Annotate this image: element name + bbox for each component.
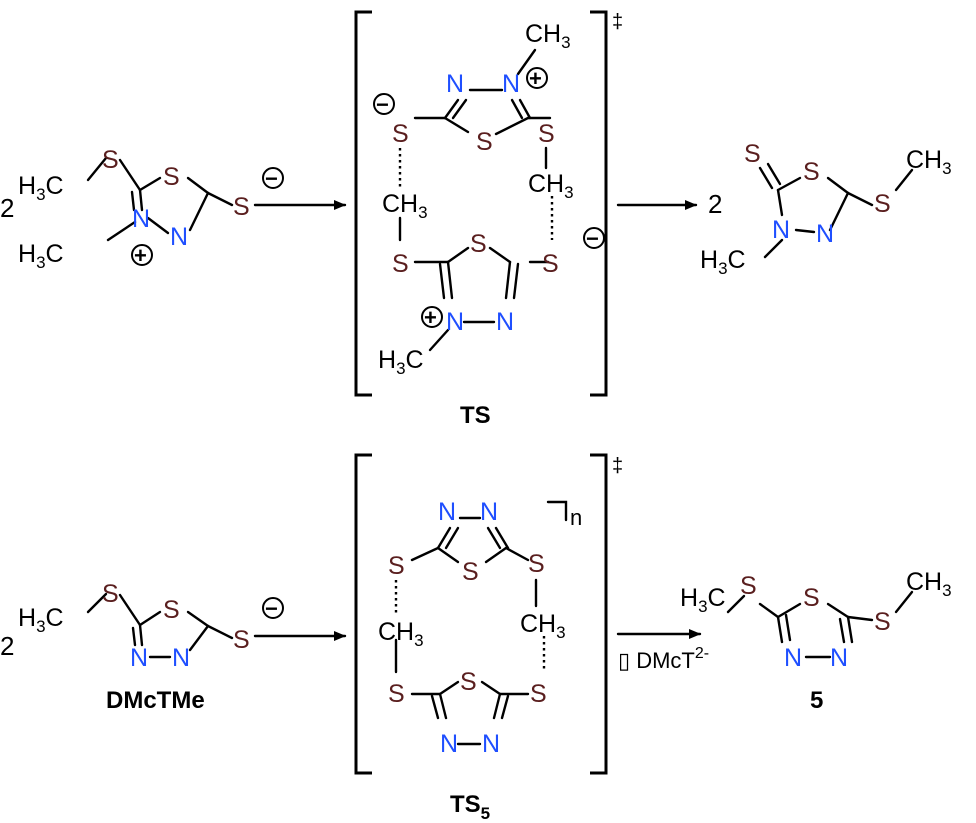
methyl-group: H3C: [700, 246, 746, 278]
methyl-group: CH3: [378, 618, 424, 650]
nitrogen-atom: N: [502, 70, 520, 98]
nitrogen-atom: N: [132, 205, 150, 233]
left-bracket: [354, 10, 372, 397]
methyl-group: CH3: [528, 170, 574, 202]
nitrogen-atom: N: [772, 216, 790, 244]
nitrogen-atom: N: [830, 644, 848, 672]
bottom-coefficient-left: 2: [0, 631, 14, 661]
top-transition-state: ‡ N N S S S CH3 + −: [354, 10, 623, 429]
methyl-group: CH3: [520, 610, 566, 642]
nitrogen-atom: N: [816, 220, 834, 248]
top-product-molecule: S S S N N CH3 H3C: [700, 140, 952, 278]
sulfur-atom: S: [528, 550, 545, 578]
sulfur-atom: S: [744, 140, 761, 168]
sulfur-atom: S: [163, 163, 180, 191]
product-5-molecule: S S S N N H3C CH3 5: [680, 568, 952, 714]
methyl-group: H3C: [18, 240, 64, 272]
svg-text:−: −: [586, 226, 599, 251]
sulfur-atom: S: [803, 158, 820, 186]
sulfur-atom: S: [803, 584, 820, 612]
right-bracket: [590, 10, 608, 397]
nitrogen-atom: N: [170, 223, 188, 251]
sulfur-atom: S: [538, 120, 555, 148]
nitrogen-atom: N: [446, 308, 464, 336]
sulfur-atom: S: [388, 552, 405, 580]
sulfur-atom: S: [233, 193, 250, 221]
sulfur-atom: S: [476, 128, 493, 156]
top-coefficient-left: 2: [0, 193, 14, 223]
top-reactant-molecule: S S S N N H3C H3C + −: [18, 146, 347, 272]
nitrogen-atom: N: [482, 730, 500, 758]
top-reaction: 2 S S S N N H3C H3C +: [0, 10, 952, 429]
dmctme-label: DMcTMe: [106, 687, 205, 714]
sulfur-atom: S: [874, 190, 891, 218]
product-5-label: 5: [810, 687, 823, 714]
bottom-transition-state: ‡ n N N S S S CH3 CH3: [354, 453, 623, 823]
sulfur-atom: S: [462, 558, 479, 586]
dmctme-molecule: S S S N N H3C − DMcTMe: [18, 580, 347, 714]
svg-text:+: +: [134, 243, 147, 268]
left-bracket: [354, 453, 372, 775]
negative-charge-icon: [373, 93, 395, 115]
sulfur-atom: S: [392, 120, 409, 148]
sulfur-atom: S: [102, 146, 119, 174]
svg-text:−: −: [376, 92, 389, 117]
methyl-group: CH3: [382, 190, 428, 222]
top-coefficient-right: 2: [708, 189, 722, 219]
negative-charge-icon: [262, 597, 284, 619]
svg-text:−: −: [265, 596, 278, 621]
polymer-n: n: [570, 505, 582, 530]
svg-text:+: +: [529, 66, 542, 91]
right-bracket: [590, 453, 608, 775]
ts5-label: TS5: [450, 791, 490, 823]
svg-text:−: −: [265, 166, 278, 191]
sulfur-atom: S: [470, 230, 487, 258]
methyl-group: CH3: [525, 20, 571, 52]
nitrogen-atom: N: [130, 644, 148, 672]
methyl-group: H3C: [680, 584, 726, 616]
sulfur-atom: S: [102, 580, 119, 608]
svg-text:+: +: [424, 305, 437, 330]
nitrogen-atom: N: [496, 308, 514, 336]
dagger-symbol: ‡: [612, 455, 623, 477]
nitrogen-atom: N: [480, 498, 498, 526]
sulfur-atom: S: [874, 608, 891, 636]
nitrogen-atom: N: [438, 498, 456, 526]
methyl-group: CH3: [906, 146, 952, 178]
sulfur-atom: S: [542, 250, 559, 278]
sulfur-atom: S: [388, 680, 405, 708]
arrow-byproduct-label: ▯ DMcT2-: [618, 645, 709, 673]
nitrogen-atom: N: [172, 644, 190, 672]
sulfur-atom: S: [460, 668, 477, 696]
methyl-group: H3C: [18, 604, 64, 636]
positive-charge-icon: [526, 67, 548, 89]
nitrogen-atom: N: [440, 730, 458, 758]
negative-charge-icon: [262, 167, 284, 189]
positive-charge-icon: [131, 244, 153, 266]
polymer-bracket: [546, 500, 568, 522]
bottom-reaction: 2 S S S N N H3C − DMcTMe ‡: [0, 453, 952, 823]
methyl-group: CH3: [906, 568, 952, 600]
ts-label: TS: [460, 402, 491, 429]
sulfur-atom: S: [392, 250, 409, 278]
methyl-group: H3C: [18, 172, 64, 204]
nitrogen-atom: N: [446, 70, 464, 98]
dagger-symbol: ‡: [612, 11, 623, 33]
positive-charge-icon: [421, 306, 443, 328]
nitrogen-atom: N: [784, 644, 802, 672]
sulfur-atom: S: [740, 572, 757, 600]
sulfur-atom: S: [530, 680, 547, 708]
negative-charge-icon: [583, 227, 605, 249]
methyl-group: H3C: [378, 346, 424, 378]
sulfur-atom: S: [233, 626, 250, 654]
sulfur-atom: S: [163, 596, 180, 624]
